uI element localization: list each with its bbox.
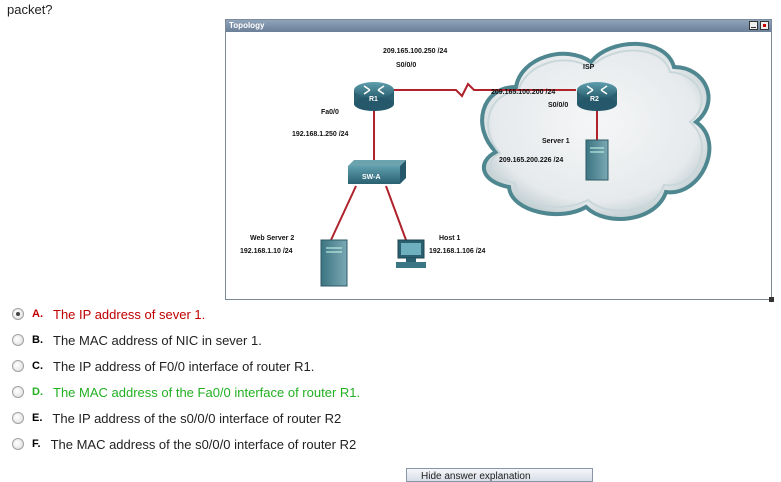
r1-fa-ip: 192.168.1.250 /24 — [292, 131, 349, 138]
switch-sw-a[interactable]: SW-A — [348, 160, 406, 184]
router-r2-name: R2 — [590, 96, 599, 103]
answer-text-f: The MAC address of the s0/0/0 interface … — [50, 436, 357, 452]
link-r1-r2-serial — [393, 82, 576, 98]
router-r1[interactable]: R1 — [354, 82, 394, 111]
radio-d[interactable] — [12, 386, 24, 398]
answer-text-b: The MAC address of NIC in sever 1. — [53, 332, 262, 348]
radio-b[interactable] — [12, 334, 24, 346]
minimize-icon[interactable] — [749, 21, 758, 30]
isp-cloud — [480, 41, 712, 221]
isp-label: ISP — [583, 64, 595, 71]
answer-text-c: The IP address of F0/0 interface of rout… — [53, 358, 315, 374]
webserver2-icon[interactable] — [320, 239, 348, 287]
host1-pc-icon[interactable] — [396, 239, 426, 268]
answer-option-d[interactable]: D. The MAC address of the Fa0/0 interfac… — [12, 382, 360, 402]
topology-title: Topology — [229, 21, 265, 30]
answer-option-c[interactable]: C. The IP address of F0/0 interface of r… — [12, 356, 314, 376]
question-text-tail: packet? — [7, 2, 53, 17]
r1-serial-ip: 209.165.100.250 /24 — [383, 48, 447, 55]
answer-option-b[interactable]: B. The MAC address of NIC in sever 1. — [12, 330, 262, 350]
answer-letter-f: F. — [32, 438, 41, 450]
r2-serial-iface: S0/0/0 — [548, 102, 568, 109]
answer-text-a: The IP address of sever 1. — [53, 306, 206, 322]
radio-c[interactable] — [12, 360, 24, 372]
answer-letter-d: D. — [32, 386, 44, 398]
router-r1-name: R1 — [369, 96, 378, 103]
host1-ip: 192.168.1.106 /24 — [429, 248, 486, 255]
answer-text-d: The MAC address of the Fa0/0 interface o… — [53, 384, 361, 400]
topology-diagram: R1 R2 SW-A — [240, 41, 712, 287]
router-r2[interactable]: R2 — [577, 82, 617, 111]
r1-fa-iface: Fa0/0 — [321, 109, 339, 116]
answer-letter-e: E. — [32, 412, 43, 424]
topology-window: Topology — [225, 19, 774, 302]
hide-explanation-button[interactable]: Hide answer explanation — [406, 468, 593, 482]
webserver2-ip: 192.168.1.10 /24 — [240, 248, 293, 255]
host1-name: Host 1 — [439, 235, 461, 242]
resize-handle[interactable] — [769, 297, 774, 302]
server1-ip: 209.165.200.226 /24 — [499, 157, 563, 164]
answer-option-a[interactable]: A. The IP address of sever 1. — [12, 304, 205, 324]
server1-icon[interactable] — [585, 139, 609, 181]
radio-f[interactable] — [12, 438, 24, 450]
answer-letter-a: A. — [32, 308, 44, 320]
link-switch-host1 — [385, 185, 407, 241]
close-icon[interactable] — [760, 21, 769, 30]
answer-letter-b: B. — [32, 334, 44, 346]
answer-option-f[interactable]: F. The MAC address of the s0/0/0 interfa… — [12, 434, 356, 454]
server1-name: Server 1 — [542, 138, 570, 145]
answer-text-e: The IP address of the s0/0/0 interface o… — [52, 410, 342, 426]
topology-titlebar[interactable]: Topology — [226, 20, 771, 32]
webserver2-name: Web Server 2 — [250, 235, 294, 242]
switch-name: SW-A — [362, 174, 381, 181]
radio-a[interactable] — [12, 308, 24, 320]
radio-e[interactable] — [12, 412, 24, 424]
answer-letter-c: C. — [32, 360, 44, 372]
link-switch-webserver2 — [330, 185, 357, 241]
answer-option-e[interactable]: E. The IP address of the s0/0/0 interfac… — [12, 408, 341, 428]
r2-serial-ip: 209.165.100.200 /24 — [491, 89, 555, 96]
r1-serial-iface: S0/0/0 — [396, 62, 416, 69]
